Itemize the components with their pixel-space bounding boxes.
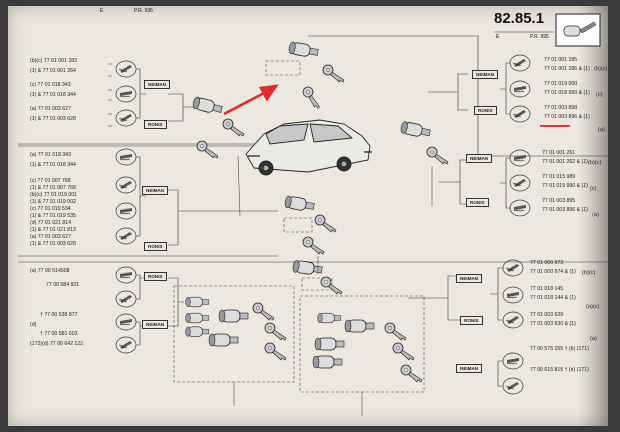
part-number: (c) 77 01 018 343	[30, 82, 71, 88]
car-illustration	[245, 119, 372, 176]
left-part-group: (a) 77 00 514508 77 00 584 921	[30, 268, 79, 292]
right-part-group: 77 01 001 261 77 01 001 262 & (1) 77 01 …	[542, 150, 588, 216]
left-part-group: (a) 77 01 018 343 (1) & 77 01 018 344	[30, 152, 76, 171]
part-number: 77 00 615 815 † (e) (171)	[530, 367, 589, 374]
header-letter: E	[100, 8, 104, 14]
ronis-label: RONIS	[144, 120, 167, 129]
part-number: (1) & 77 01 003 628	[30, 115, 76, 122]
part-number: (1) & 77 01 019 002	[30, 199, 76, 205]
neiman-label: NEIMAN	[144, 80, 171, 89]
key-icon	[115, 60, 137, 354]
part-number: (1) & 77 01 001 264	[30, 67, 76, 74]
part-number: 77 01 018 145	[530, 286, 564, 293]
header-code: P.R. 995	[134, 8, 153, 14]
suffix-label: (b)(c)	[588, 160, 602, 166]
left-part-group: (b)(c) 77 01 001 283 (1) & 77 01 001 264…	[30, 58, 77, 125]
suffix-label: (a)(c)	[586, 304, 600, 310]
part-number: 77 01 001 261	[542, 150, 576, 156]
part-number: 77 01 003 895	[542, 198, 576, 205]
ronis-label: RONIS	[466, 198, 489, 207]
part-number: 77 01 003 898	[544, 105, 578, 112]
part-number: † 77 00 581 603	[40, 331, 78, 337]
part-number: 77 01 001 286 & (1)	[544, 65, 590, 72]
neiman-label: NEIMAN	[456, 364, 483, 373]
suffix-label: (a)	[590, 336, 597, 342]
part-number: (1) & 77 01 018 344	[30, 91, 76, 98]
part-number: (b)(c) 77 01 019 001	[30, 192, 78, 198]
part-number: (1) & 77 01 003 628	[30, 241, 76, 247]
part-number: (a) 77 01 003 627	[30, 106, 71, 112]
part-number: 77 01 001 262 & (1)	[542, 158, 588, 165]
part-number: (1) & 77 01 021 813	[30, 227, 76, 233]
part-number: 77 01 015 990 & (1)	[542, 182, 588, 189]
part-number: 77 01 003 630 & (1)	[530, 320, 576, 327]
ronis-label: RONIS	[144, 242, 167, 251]
lock-barrel-icon	[555, 13, 601, 47]
part-number: (a) 77 01 018 343	[30, 152, 71, 158]
part-number: † 77 00 538 877	[40, 312, 78, 318]
suffix-label: (c)	[590, 186, 597, 192]
part-number: 77 01 018 999 & (1)	[544, 89, 590, 96]
part-number: 77 01 003 629	[530, 312, 564, 319]
part-number: 77 00 584 921	[46, 282, 80, 288]
page-number: 82.85.1	[494, 10, 545, 27]
part-number: 77 01 001 285	[544, 57, 578, 63]
part-number: (1) & 77 01 019 535	[30, 213, 76, 219]
part-number: 77 01 000 973	[530, 260, 564, 266]
part-number: (1) & 77 01 018 344	[30, 161, 76, 168]
part-number: 77 01 018 144 & (1)	[530, 294, 576, 301]
part-number: 77 01 019 000	[544, 81, 578, 88]
suffix-label: (b)(c)	[582, 270, 596, 276]
part-number: (c) 77 01 019 534	[30, 206, 71, 212]
neiman-label: NEIMAN	[456, 274, 483, 283]
part-number: (d) 77 01 021 814	[30, 220, 71, 226]
suffix-label: (c)	[596, 92, 603, 98]
part-number: 77 01 015 989	[542, 174, 576, 181]
red-arrow-annotation	[223, 84, 279, 116]
suffix-label: (a)	[598, 127, 605, 133]
ronis-label: RONIS	[474, 106, 497, 115]
header-sub-letter: E	[496, 34, 500, 40]
part-number: 77 00 575 155 † (b) (171)	[530, 345, 589, 352]
key-icon	[502, 54, 531, 395]
part-number: (172)(d) 77 00 642 122	[30, 340, 84, 347]
lock-barrel-icon	[185, 41, 449, 383]
right-part-group: 77 01 001 285 77 01 001 286 & (1) 77 01 …	[544, 57, 590, 123]
part-number: (b)(c) 77 01 001 283	[30, 58, 78, 64]
part-number: (1) & 77 01 007 768	[30, 185, 76, 191]
part-number: (d)	[30, 321, 37, 328]
neiman-label: NEIMAN	[472, 70, 499, 79]
neiman-label: NEIMAN	[142, 320, 169, 329]
part-number: 77 01 003 896 & (1)	[544, 113, 590, 120]
catalog-page: E P.R. 995 82.85.1 E P.R. 995 NEIMAN RON…	[8, 6, 608, 426]
ronis-label: RONIS	[144, 272, 167, 281]
neiman-label: NEIMAN	[466, 154, 493, 163]
part-number: 77 01 003 896 & (1)	[542, 206, 588, 213]
part-number: (a) 77 01 003 627	[30, 234, 71, 240]
left-part-group: (c) 77 01 007 768 (1) & 77 01 007 768 (b…	[30, 178, 77, 248]
suffix-label: (a)	[592, 212, 599, 218]
left-part-group: † 77 00 538 877 (d) † 77 00 581 603 (172…	[30, 312, 83, 350]
exploded-diagram	[18, 13, 608, 416]
header-sub-code: P.R. 995	[530, 34, 549, 40]
right-part-group: 77 01 000 973 77 01 000 974 & (1) 77 01 …	[530, 260, 589, 376]
neiman-label: NEIMAN	[142, 186, 169, 195]
ronis-label: RONIS	[460, 316, 483, 325]
suffix-label: (b)(c)	[594, 66, 608, 72]
part-number: (a) 77 00 514508	[30, 268, 70, 274]
part-number: 77 01 000 974 & (1)	[530, 268, 576, 275]
part-number: (c) 77 01 007 768	[30, 178, 71, 184]
